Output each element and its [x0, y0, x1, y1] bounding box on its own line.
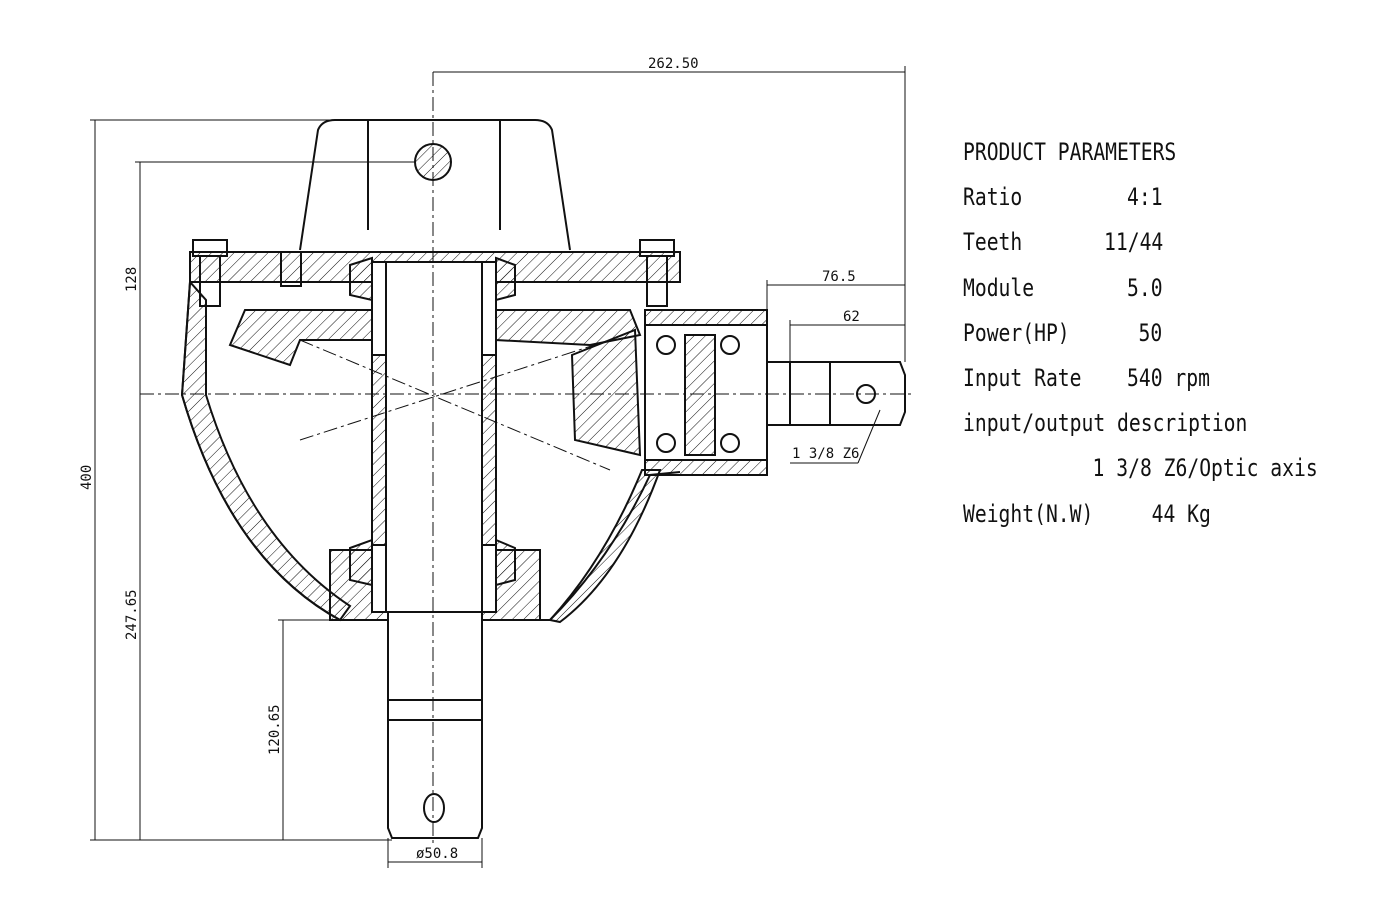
- param-label: Teeth: [963, 228, 1023, 257]
- param-value: 44 Kg: [1151, 499, 1211, 528]
- param-label: Ratio: [963, 183, 1023, 212]
- param-value: 1 3/8 Z6/Optic axis: [1092, 454, 1318, 483]
- pinion-gear: [570, 328, 642, 457]
- param-value: 50: [1138, 318, 1163, 347]
- dim-overall-height: 400: [79, 465, 95, 490]
- param-value: 4:1: [1127, 183, 1163, 212]
- param-row-input-rate: Input Rate 540 rpm: [963, 364, 1307, 409]
- dim-input-shaft: 62: [843, 309, 860, 325]
- lower-bearing-left: [349, 538, 373, 587]
- dim-overall-width: 262.50: [648, 56, 699, 72]
- param-row-power: Power(HP) 50: [963, 319, 1307, 364]
- param-label: input/output description: [963, 409, 1248, 438]
- param-label: Power(HP): [963, 318, 1070, 347]
- param-row-module: Module 5.0: [963, 274, 1307, 319]
- param-row-ratio: Ratio 4:1: [963, 183, 1307, 228]
- dim-lower-section: 247.65: [124, 589, 140, 640]
- top-mount: [299, 119, 571, 251]
- bearing-ball-1: [656, 335, 676, 355]
- param-value: 11/44: [1104, 228, 1164, 257]
- product-parameters-panel: PRODUCT PARAMETERS Ratio 4:1 Teeth 11/44 M…: [963, 138, 1318, 545]
- param-row-teeth: Teeth 11/44: [963, 228, 1307, 273]
- param-value: 5.0: [1127, 273, 1163, 302]
- param-label: Input Rate: [963, 363, 1082, 392]
- lower-bearing-right: [495, 538, 516, 587]
- param-row-weight: Weight(N.W) 44 Kg: [963, 500, 1307, 545]
- param-row-io-description: input/output description: [963, 409, 1307, 454]
- output-shaft-pin-hole: [423, 793, 445, 823]
- crown-gear: [228, 309, 373, 367]
- dim-input-housing: 76.5: [822, 269, 856, 285]
- dim-top-section: 128: [124, 267, 140, 292]
- parameters-heading: PRODUCT PARAMETERS: [963, 138, 1177, 166]
- upper-bearing-left: [349, 256, 373, 302]
- dim-spline-note: 1 3/8 Z6: [792, 446, 859, 462]
- param-row-io-value: 1 3/8 Z6/Optic axis: [963, 454, 1318, 499]
- param-value: 540 rpm: [1127, 363, 1210, 392]
- dim-output-shaft-length: 120.65: [267, 704, 283, 755]
- param-label: Weight(N.W): [963, 499, 1094, 528]
- dim-output-shaft-dia: ø50.8: [416, 846, 458, 862]
- upper-bearing-right: [495, 256, 516, 302]
- output-shaft: [387, 611, 483, 839]
- param-label: Module: [963, 273, 1035, 302]
